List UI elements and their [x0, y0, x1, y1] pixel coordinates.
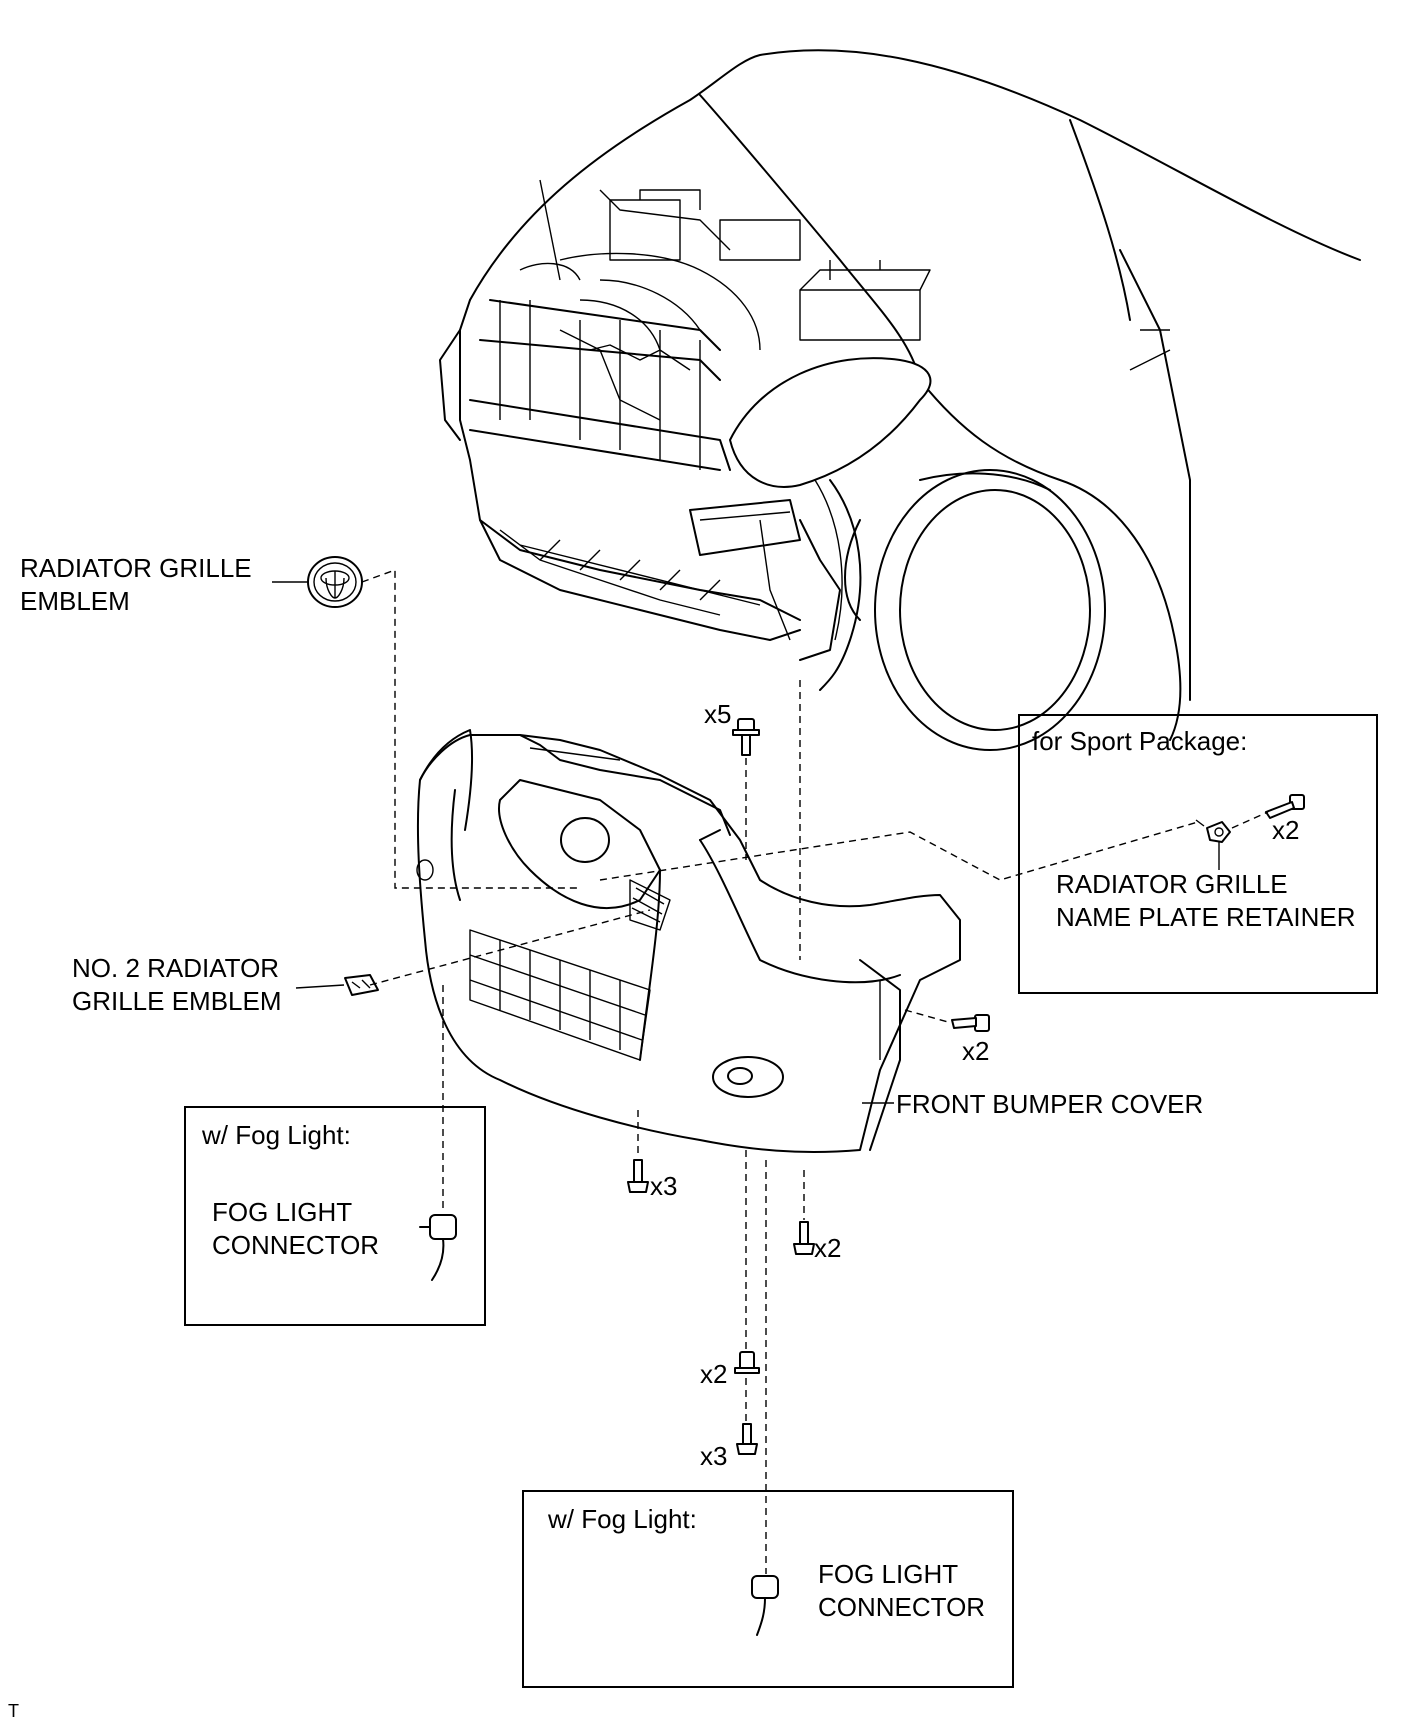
bottom-left-screw-part — [627, 1159, 649, 1193]
fog-light-connector-left-part — [419, 1214, 457, 1281]
bottom-right-screw-part — [793, 1221, 815, 1255]
no2-radiator-grille-emblem-part — [344, 974, 379, 996]
corner-mark: T — [8, 1701, 19, 1721]
fog-light-box-bottom: w/ Fog Light: FOG LIGHT CONNECTOR — [522, 1490, 1014, 1688]
front-bumper-cover-drawing — [416, 729, 961, 1153]
side-screw-part — [951, 1014, 990, 1032]
qty-bottom-right-screw: x2 — [814, 1233, 842, 1263]
installation-lines — [361, 569, 1269, 1574]
label-front-bumper-cover: FRONT BUMPER COVER — [896, 1089, 1204, 1119]
radiator-grille-emblem-part — [307, 556, 363, 608]
name-plate-retainer-part — [1195, 819, 1231, 843]
label-fog-light-connector-bottom: FOG LIGHT CONNECTOR — [818, 1559, 986, 1622]
qty-bottom-left-screw: x3 — [650, 1171, 678, 1201]
top-clip-part — [732, 718, 760, 756]
qty-top-clip: x5 — [704, 699, 732, 729]
lower-clip-part — [734, 1351, 760, 1374]
label-no2-radiator-grille-emblem: NO. 2 RADIATOR GRILLE EMBLEM — [72, 953, 282, 1016]
sport-package-box: for Sport Package: x2 RADIATOR GRILLE NA… — [1018, 714, 1378, 994]
qty-lower-clip: x2 — [700, 1359, 728, 1389]
qty-sport-screw: x2 — [1272, 815, 1300, 845]
vehicle-front-body — [439, 49, 1361, 751]
sport-package-title: for Sport Package: — [1032, 726, 1248, 756]
label-fog-light-connector-left: FOG LIGHT CONNECTOR — [212, 1197, 380, 1260]
label-radiator-grille-emblem: RADIATOR GRILLE EMBLEM — [20, 553, 252, 616]
leader-lines — [272, 581, 1220, 1104]
qty-lower-screw: x3 — [700, 1441, 728, 1471]
fog-light-box-bottom-title: w/ Fog Light: — [548, 1504, 697, 1534]
qty-side-screw: x2 — [962, 1036, 990, 1066]
label-name-plate-retainer: RADIATOR GRILLE NAME PLATE RETAINER — [1056, 869, 1356, 932]
lower-screw-part — [736, 1423, 758, 1455]
fog-light-box-left: w/ Fog Light: FOG LIGHT CONNECTOR — [184, 1106, 486, 1326]
fog-light-box-left-title: w/ Fog Light: — [202, 1120, 351, 1150]
fog-light-connector-bottom-part — [751, 1575, 779, 1636]
sport-screw-part — [1265, 794, 1305, 819]
